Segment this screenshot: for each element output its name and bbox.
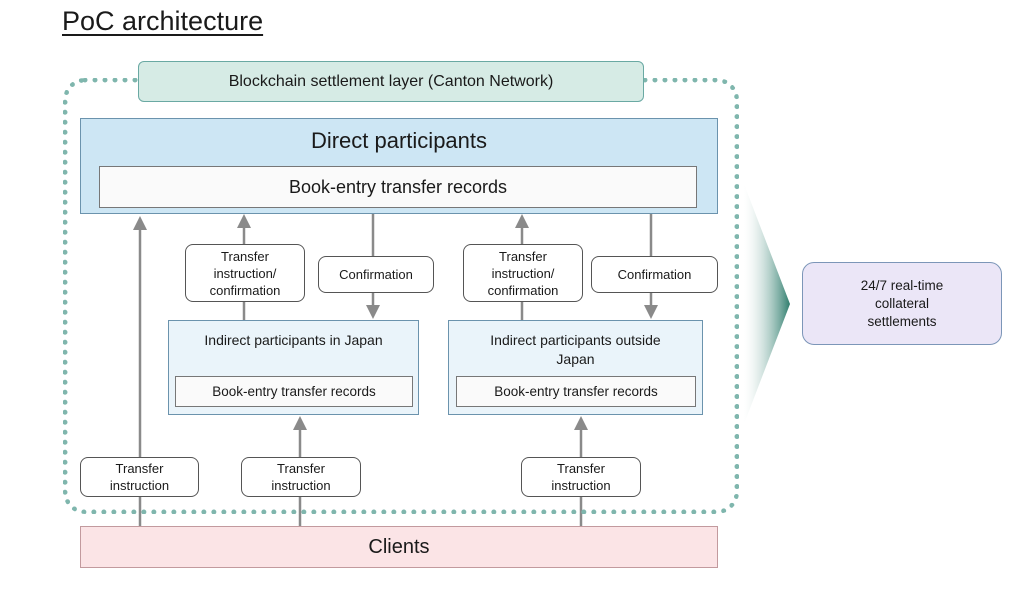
outside-book-entry-records: Book-entry transfer records [456,376,696,407]
arrowhead-outside-from-clients [574,416,588,430]
flow-label-client-to-japan: Transfer instruction [241,457,361,497]
arrowhead-japan-from-clients [293,416,307,430]
result-box: 24/7 real-time collateral settlements [802,262,1002,345]
direct-participants-title: Direct participants [310,128,488,153]
arrowhead-outside-confirmation [644,305,658,319]
settlement-layer-label: Blockchain settlement layer (Canton Netw… [138,61,644,102]
expansion-wedge [744,184,790,424]
page-title: PoC architecture [62,6,264,36]
flow-label-transfer-confirmation-outside: Transfer instruction/ confirmation [463,244,583,302]
flow-label-confirmation-japan: Confirmation [318,256,434,293]
japan-book-entry-records: Book-entry transfer records [175,376,413,407]
flow-label-client-to-direct: Transfer instruction [80,457,199,497]
indirect-outside-title: Indirect participants outside Japan [490,332,661,367]
flow-label-confirmation-outside: Confirmation [591,256,718,293]
arrowhead-direct-outside [515,214,529,228]
direct-book-entry-records: Book-entry transfer records [99,166,697,208]
arrowhead-japan-confirmation [366,305,380,319]
flow-label-transfer-confirmation-japan: Transfer instruction/ confirmation [185,244,305,302]
flow-label-client-to-outside: Transfer instruction [521,457,641,497]
indirect-japan-title: Indirect participants in Japan [204,332,383,348]
arrowhead-direct-japan [237,214,251,228]
arrowhead-direct-left [133,216,147,230]
clients-box: Clients [80,526,718,568]
